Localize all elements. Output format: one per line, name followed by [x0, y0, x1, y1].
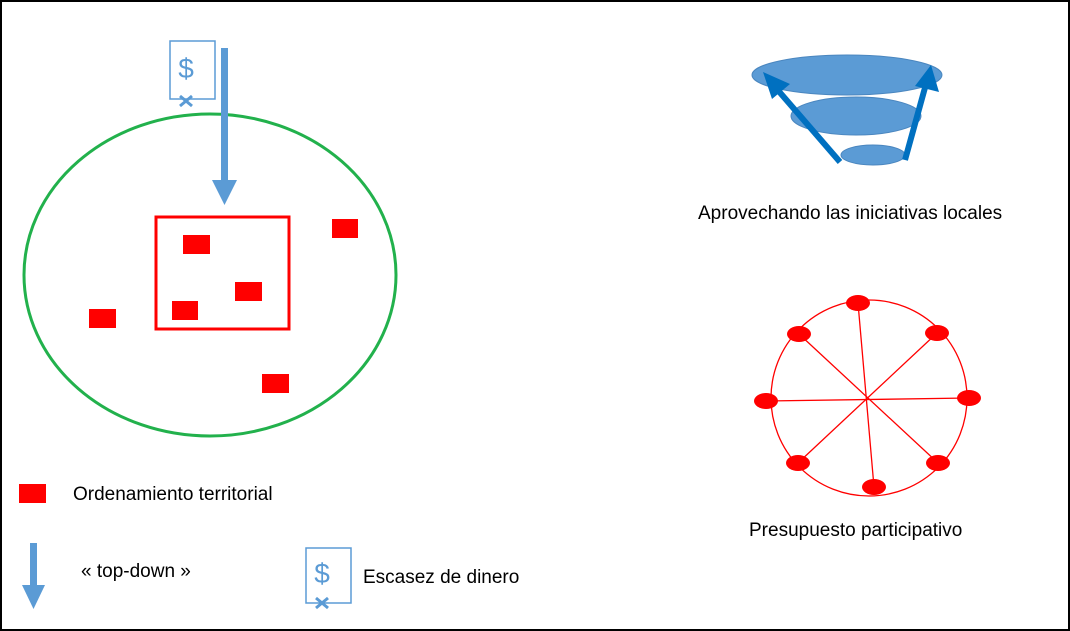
legend-planning-label: Ordenamiento territorial — [73, 484, 273, 505]
planning-zone-rect — [154, 215, 291, 331]
participant-node — [926, 455, 950, 471]
participant-node — [862, 479, 886, 495]
planning-square — [262, 374, 289, 393]
dollar-glyph: $ — [314, 558, 330, 589]
top-down-arrow — [212, 48, 237, 205]
planning-square — [332, 219, 358, 238]
money-scarcity-icon: $ — [169, 40, 216, 108]
planning-square — [172, 301, 198, 320]
planning-square — [183, 235, 210, 254]
participatory-wheel — [754, 295, 981, 497]
planning-square — [235, 282, 262, 301]
participant-node — [925, 325, 949, 341]
participant-node — [957, 390, 981, 406]
participatory-label: Presupuesto participativo — [749, 520, 963, 541]
participant-node — [786, 455, 810, 471]
legend-top-down-label: « top-down » — [81, 561, 191, 582]
dollar-glyph: $ — [178, 53, 194, 84]
participant-node — [846, 295, 870, 311]
funnel-label: Aprovechando las iniciativas locales — [698, 203, 1003, 224]
legend-top-down-arrow — [22, 543, 45, 609]
territory-circle — [22, 112, 398, 438]
funnel-graphic — [751, 54, 943, 166]
legend-scarcity-label: Escasez de dinero — [363, 567, 520, 588]
planning-square — [89, 309, 116, 328]
legend-money-scarcity-icon: $ — [305, 547, 352, 610]
participant-node — [754, 393, 778, 409]
legend-planning-swatch — [19, 484, 46, 503]
participant-node — [787, 326, 811, 342]
